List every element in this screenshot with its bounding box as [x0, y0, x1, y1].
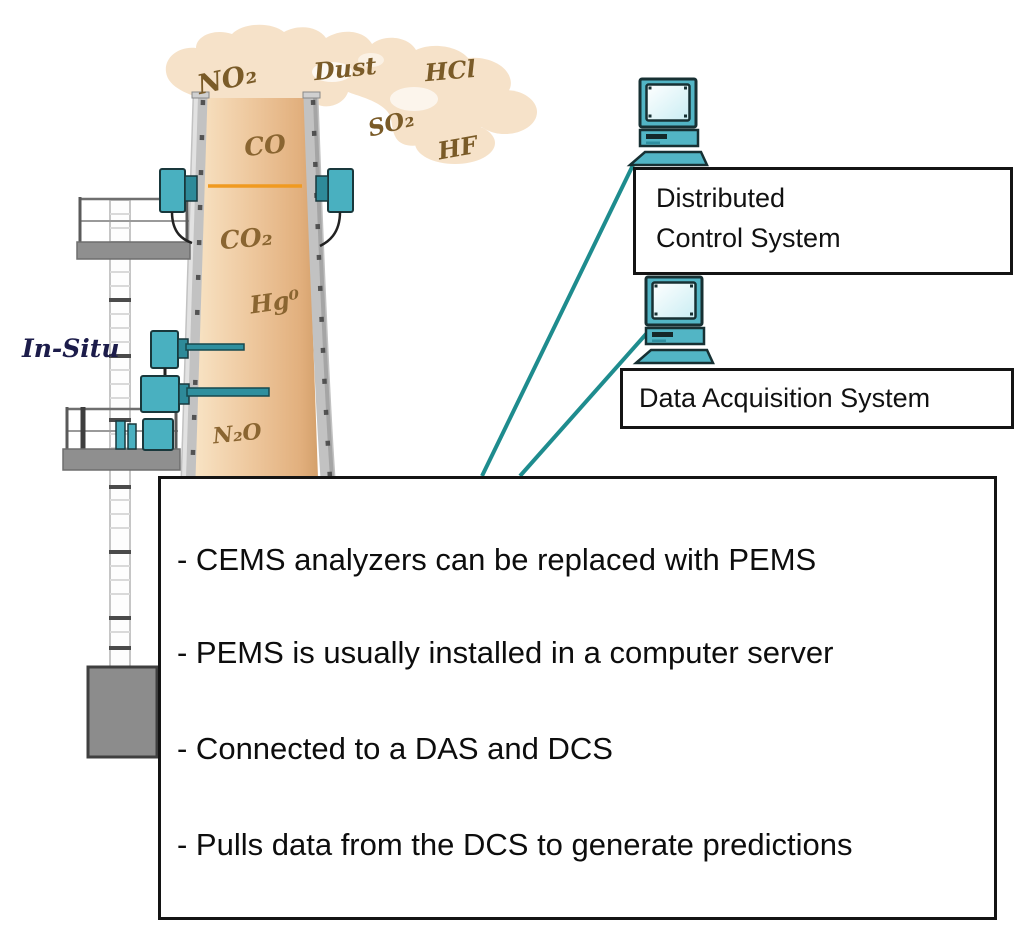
analyzer-platform-units — [115, 418, 174, 451]
note-item: - PEMS is usually installed in a compute… — [177, 635, 834, 670]
analyzer-probe-2 — [140, 375, 270, 413]
stack-wall-right — [302, 91, 336, 479]
das-connection-line — [518, 331, 649, 478]
smoke-plume — [165, 24, 537, 164]
dcs-connection-line — [480, 162, 636, 477]
das-computer-icon — [634, 275, 715, 365]
stack-label-n2o: N₂O — [211, 419, 263, 450]
das-label: Data Acquisition System — [639, 383, 931, 413]
stack-label-hg0: Hg⁰ — [247, 284, 302, 320]
dcs-label-line1: Distributed — [656, 183, 786, 213]
stack-body — [195, 98, 318, 478]
stack-wall-left — [180, 91, 210, 479]
note-item: - CEMS analyzers can be replaced with PE… — [177, 542, 817, 577]
notes-box: - CEMS analyzers can be replaced with PE… — [158, 476, 997, 920]
network-lines — [480, 162, 649, 478]
emission-label-dust: Dust — [311, 51, 378, 87]
emission-label-hcl: HCl — [423, 54, 477, 87]
in-situ-label: In-Situ — [21, 334, 120, 363]
stack-label-co2: CO₂ — [219, 222, 274, 255]
note-item: - Connected to a DAS and DCS — [177, 731, 613, 766]
dcs-computer-icon — [628, 77, 709, 167]
analyzer-top-left — [159, 168, 198, 245]
note-item: - Pulls data from the DCS to generate pr… — [177, 827, 853, 862]
stack-base-block — [86, 665, 159, 759]
dcs-label-box: Distributed Control System — [633, 167, 1013, 275]
dcs-label-line2: Control System — [656, 223, 841, 253]
analyzer-probe-1 — [150, 330, 245, 376]
stack-label-co: CO — [243, 129, 288, 162]
das-label-box: Data Acquisition System — [620, 368, 1014, 429]
analyzer-top-right — [315, 168, 354, 248]
